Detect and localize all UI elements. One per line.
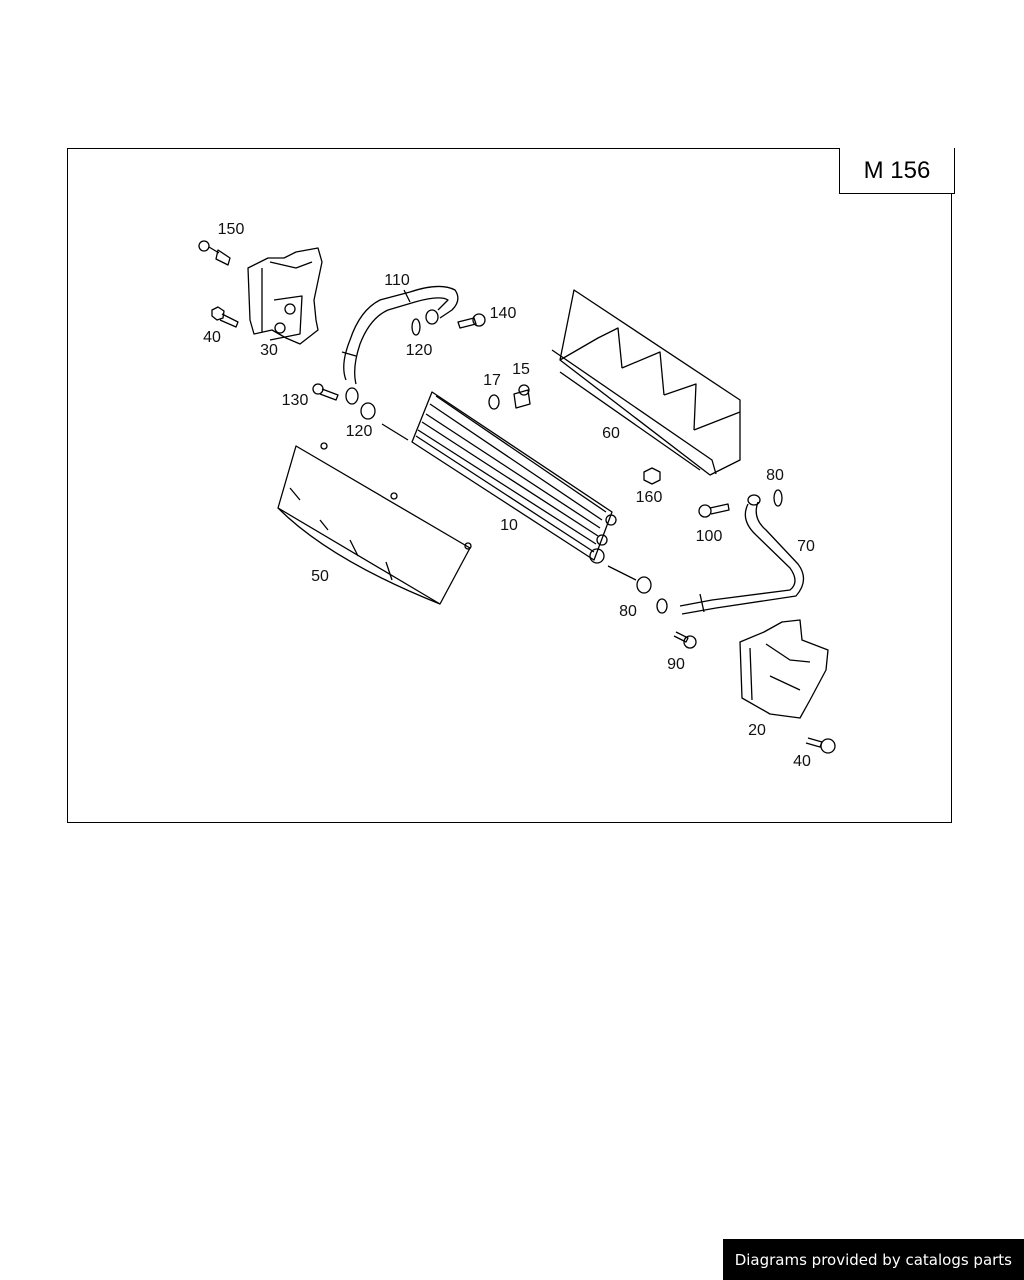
callout-120-upper: 120 [405, 342, 433, 359]
hose-70-icon [656, 494, 805, 615]
callout-100: 100 [695, 528, 723, 545]
callout-50: 50 [311, 568, 329, 585]
callout-60: 60 [602, 425, 620, 442]
diagram-frame [67, 148, 952, 823]
nut-160-icon [643, 467, 661, 485]
o-ring-80-lower-icon [636, 576, 652, 594]
o-ring-120-upper-icon [411, 318, 421, 336]
callout-17: 17 [483, 372, 501, 389]
o-ring-80-upper-icon [773, 489, 783, 507]
bolt-130-icon [312, 383, 339, 401]
bolt-100-icon [698, 503, 730, 518]
callout-120-lower: 120 [345, 423, 373, 440]
bracket-30-icon [247, 247, 323, 345]
model-code-box: M 156 [839, 148, 955, 194]
callout-15: 15 [512, 361, 530, 378]
model-code: M 156 [863, 156, 931, 184]
callout-140: 140 [489, 305, 517, 322]
callout-10: 10 [500, 517, 518, 534]
oil-cooler-10-icon [411, 391, 617, 564]
credit-banner: Diagrams provided by catalogs parts [722, 1239, 1024, 1280]
callout-30: 30 [260, 342, 278, 359]
callout-40-right: 40 [793, 753, 811, 770]
callout-40: 40 [203, 329, 221, 346]
callout-130: 130 [281, 392, 309, 409]
callout-160: 160 [635, 489, 663, 506]
bolt-140-icon [457, 313, 486, 329]
callout-70: 70 [797, 538, 815, 555]
callout-150: 150 [217, 221, 245, 238]
air-duct-50-icon [277, 442, 472, 605]
bracket-20-icon [739, 619, 829, 719]
clip-150-icon [198, 240, 231, 266]
bolt-90-icon [673, 631, 697, 649]
bolt-40-icon [211, 306, 239, 328]
callout-80-upper: 80 [766, 467, 784, 484]
plug-15-icon [513, 384, 531, 409]
callout-110: 110 [384, 272, 410, 289]
bolt-40-right-icon [805, 737, 836, 754]
callout-90: 90 [667, 656, 685, 673]
washer-17-icon [488, 394, 500, 410]
air-duct-60-icon [551, 289, 741, 476]
callout-80-lower: 80 [619, 603, 637, 620]
callout-20: 20 [748, 722, 766, 739]
credit-text: Diagrams provided by catalogs parts [734, 1251, 1012, 1269]
o-ring-120-lower-icon [360, 402, 376, 420]
hose-110-icon [341, 285, 459, 405]
